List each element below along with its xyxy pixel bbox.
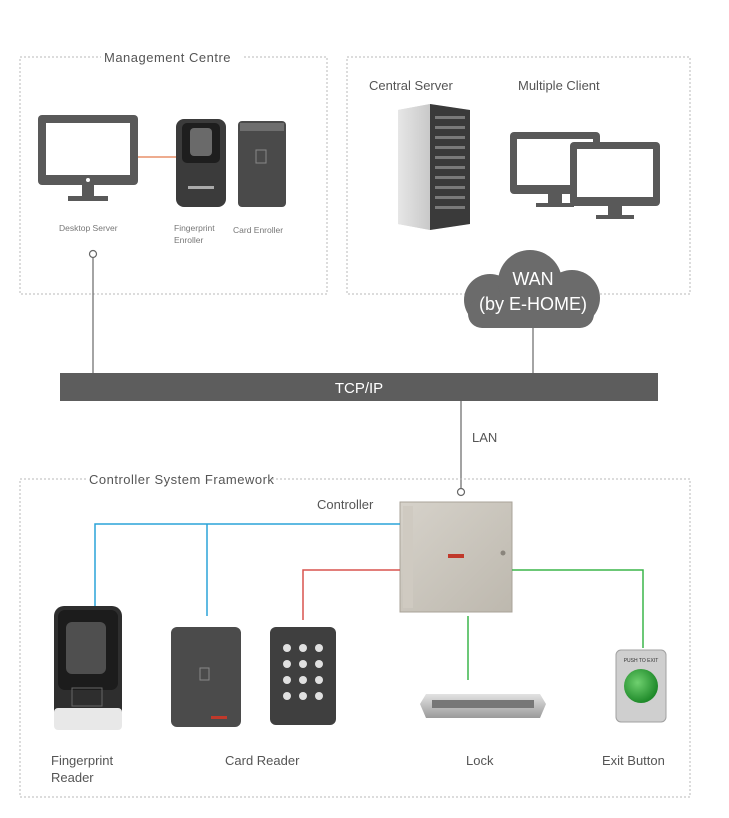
card-reader-label: Card Reader <box>225 753 300 768</box>
tcpip-label: TCP/IP <box>335 380 383 397</box>
tcpip-bus: TCP/IP <box>60 373 658 401</box>
lock-icon <box>420 694 546 718</box>
wan-cloud: WAN (by E-HOME) <box>464 250 600 373</box>
keypad-wiring <box>302 569 400 620</box>
multiple-client-label: Multiple Client <box>518 78 600 93</box>
wan-label-1: WAN <box>512 269 553 289</box>
exit-button-label: Exit Button <box>602 753 665 768</box>
lock-label: Lock <box>466 753 494 768</box>
card-enroller-label: Card Enroller <box>233 225 283 235</box>
fingerprint-enroller-icon <box>176 119 226 207</box>
card-enroller-icon <box>238 121 286 207</box>
desktop-server-icon <box>38 115 138 201</box>
wan-label-2: (by E-HOME) <box>479 294 587 314</box>
keypad-keys <box>283 644 323 700</box>
server-group: Central Server Multiple Client <box>346 56 691 295</box>
central-server-label: Central Server <box>369 78 453 93</box>
central-server-icon <box>398 104 470 230</box>
server-frame <box>346 56 691 295</box>
lan-label: LAN <box>472 430 497 445</box>
management-title-bg <box>101 50 243 64</box>
desktop-server-label: Desktop Server <box>59 223 118 233</box>
fingerprint-reader-label-2: Reader <box>51 770 94 785</box>
fingerprint-enroller-label-2: Enroller <box>174 235 203 245</box>
controller-icon <box>399 501 513 613</box>
controller-title-bg <box>86 472 272 486</box>
exit-button-wiring <box>512 569 644 648</box>
controller-label: Controller <box>317 497 374 512</box>
desktop-port <box>88 249 98 259</box>
controller-port <box>456 487 466 497</box>
management-title: Management Centre <box>104 50 231 65</box>
exit-button-icon: PUSH TO EXIT <box>615 649 667 723</box>
exit-button-face-text: PUSH TO EXIT <box>624 658 659 664</box>
keypad-reader-icon <box>270 627 336 725</box>
card-reader-icon <box>171 627 241 727</box>
multiple-client-icon <box>510 132 660 219</box>
reader-wiring <box>94 523 400 616</box>
controller-frame <box>19 478 691 798</box>
controller-system-title: Controller System Framework <box>89 472 274 487</box>
controller-system-group: Controller System Framework Controller <box>19 472 691 798</box>
fingerprint-reader-label-1: Fingerprint <box>51 753 114 768</box>
fingerprint-reader-icon <box>54 606 122 730</box>
fingerprint-enroller-label-1: Fingerprint <box>174 223 215 233</box>
management-centre-group: Management Centre Desktop Server Fingerp… <box>19 50 328 373</box>
